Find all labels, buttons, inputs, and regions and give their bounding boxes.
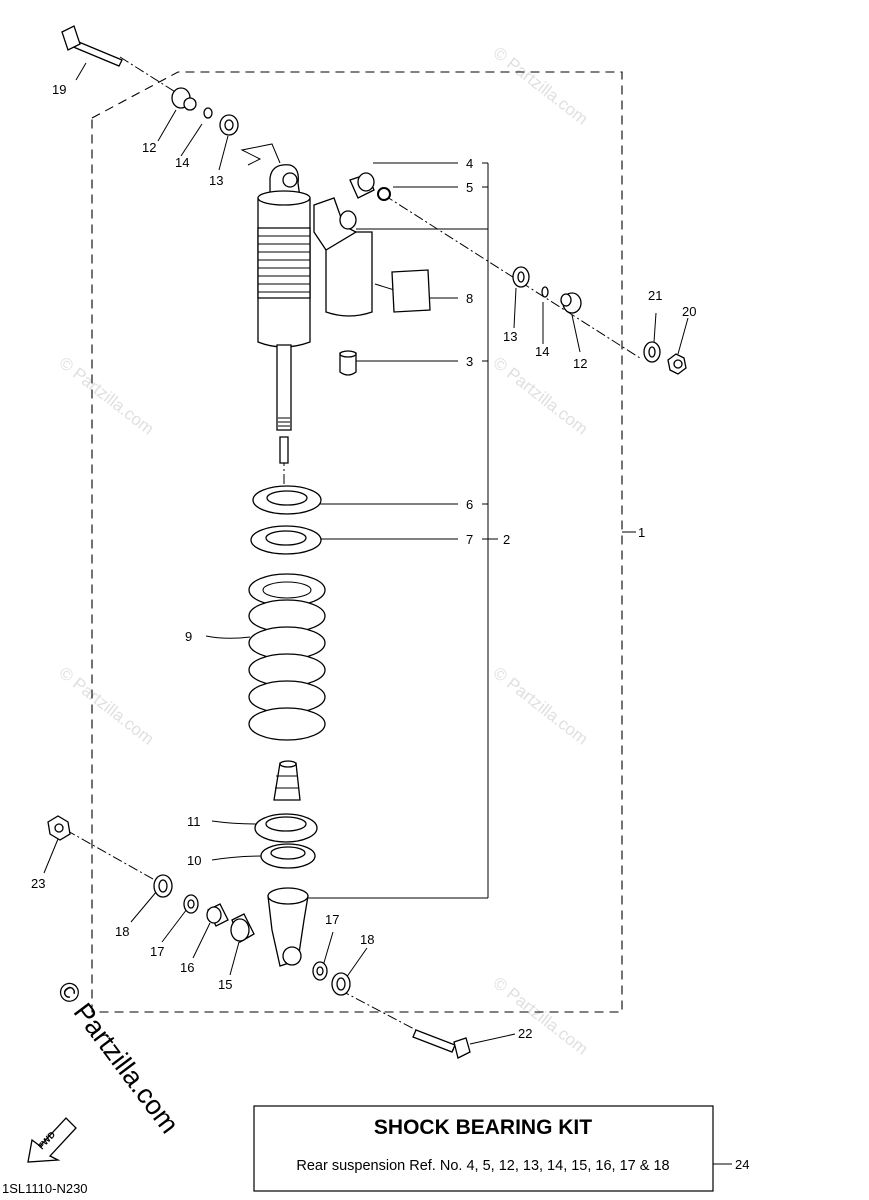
- callout-15: 15: [218, 977, 232, 992]
- callout-23: 23: [31, 876, 45, 891]
- bolt-part-22: [412, 1029, 471, 1059]
- bracket-ref-2: [302, 163, 489, 899]
- bushing-part-4: [349, 172, 375, 199]
- band-part-8: [391, 269, 431, 313]
- callout-17-left: 17: [150, 944, 164, 959]
- washer-part-18-left: [153, 874, 173, 898]
- callout-14-top: 14: [175, 155, 189, 170]
- bolt-part-19: [61, 25, 123, 67]
- shock-absorber-body: [257, 164, 373, 464]
- diagram-code: 1SL1110-N230: [2, 1181, 88, 1196]
- callout-13-right: 13: [503, 329, 517, 344]
- callout-12-top: 12: [142, 140, 156, 155]
- callout-4: 4: [466, 156, 473, 171]
- nut-part-20: [667, 353, 687, 375]
- washer-part-18-right: [331, 972, 351, 996]
- callout-8: 8: [466, 291, 473, 306]
- stopper-part-10: [260, 843, 316, 869]
- spring-seat-part-11: [254, 813, 318, 843]
- nut-part-23: [47, 815, 71, 841]
- leader-lines: [43, 62, 732, 1165]
- callout-1: 1: [638, 525, 645, 540]
- callout-16: 16: [180, 960, 194, 975]
- callout-2: 2: [503, 532, 510, 547]
- callout-12-right: 12: [573, 356, 587, 371]
- callout-13-top: 13: [209, 173, 223, 188]
- bump-stop: [273, 760, 301, 801]
- ring-nut-part-6: [252, 485, 322, 515]
- fwd-arrow-icon: FWD: [27, 1117, 77, 1163]
- watermark-text: © Partzilla.com: [490, 43, 592, 129]
- washer-part-17-left: [183, 894, 199, 914]
- assembly-boundary: [91, 71, 623, 1013]
- callout-18-right: 18: [360, 932, 374, 947]
- collar-part-12-top: [171, 87, 197, 111]
- callout-11: 11: [187, 814, 201, 829]
- callout-3: 3: [466, 354, 473, 369]
- callout-5: 5: [466, 180, 473, 195]
- washer-part-21: [643, 341, 661, 363]
- callout-20: 20: [682, 304, 696, 319]
- o-ring-part-14-right: [541, 286, 549, 298]
- washer-part-17-right: [312, 961, 328, 981]
- washer-part-13-top: [219, 114, 239, 136]
- collar-part-12-right: [560, 292, 582, 314]
- watermark-large: © Partzilla.com: [51, 976, 184, 1139]
- callout-7: 7: [466, 532, 473, 547]
- callout-19: 19: [52, 82, 66, 97]
- watermark-text: © Partzilla.com: [490, 663, 592, 749]
- bearing-part-15: [230, 913, 255, 943]
- kit-box: SHOCK BEARING KIT Rear suspension Ref. N…: [253, 1105, 714, 1192]
- kit-subtitle: Rear suspension Ref. No. 4, 5, 12, 13, 1…: [296, 1158, 669, 1174]
- callout-24: 24: [735, 1157, 749, 1172]
- lower-clevis: [267, 887, 309, 967]
- callout-labels: 1 2 3 4 5 6 7 8 9 10 11 12 12 13 13 14 1…: [31, 82, 749, 1172]
- circlip-part-5: [377, 187, 391, 201]
- callout-10: 10: [187, 853, 201, 868]
- callout-14-right: 14: [535, 344, 549, 359]
- watermark-text: © Partzilla.com: [56, 663, 158, 749]
- spring-part-9: [248, 573, 326, 741]
- callout-6: 6: [466, 497, 473, 512]
- watermark-text: © Partzilla.com: [56, 353, 158, 439]
- lock-nut-part-7: [250, 525, 322, 555]
- washer-part-13-right: [512, 266, 530, 288]
- kit-title: SHOCK BEARING KIT: [374, 1116, 592, 1139]
- watermark-text: © Partzilla.com: [490, 973, 592, 1059]
- callout-9: 9: [185, 629, 192, 644]
- callout-22: 22: [518, 1026, 532, 1041]
- collar-part-16: [206, 903, 229, 927]
- center-lines: [65, 56, 641, 1051]
- o-ring-part-14-top: [203, 107, 213, 119]
- valve-cap-part-3: [339, 350, 357, 376]
- watermark-layer: © Partzilla.com © Partzilla.com © Partzi…: [56, 43, 592, 1059]
- callout-17-right: 17: [325, 912, 339, 927]
- callout-21: 21: [648, 288, 662, 303]
- callout-18-left: 18: [115, 924, 129, 939]
